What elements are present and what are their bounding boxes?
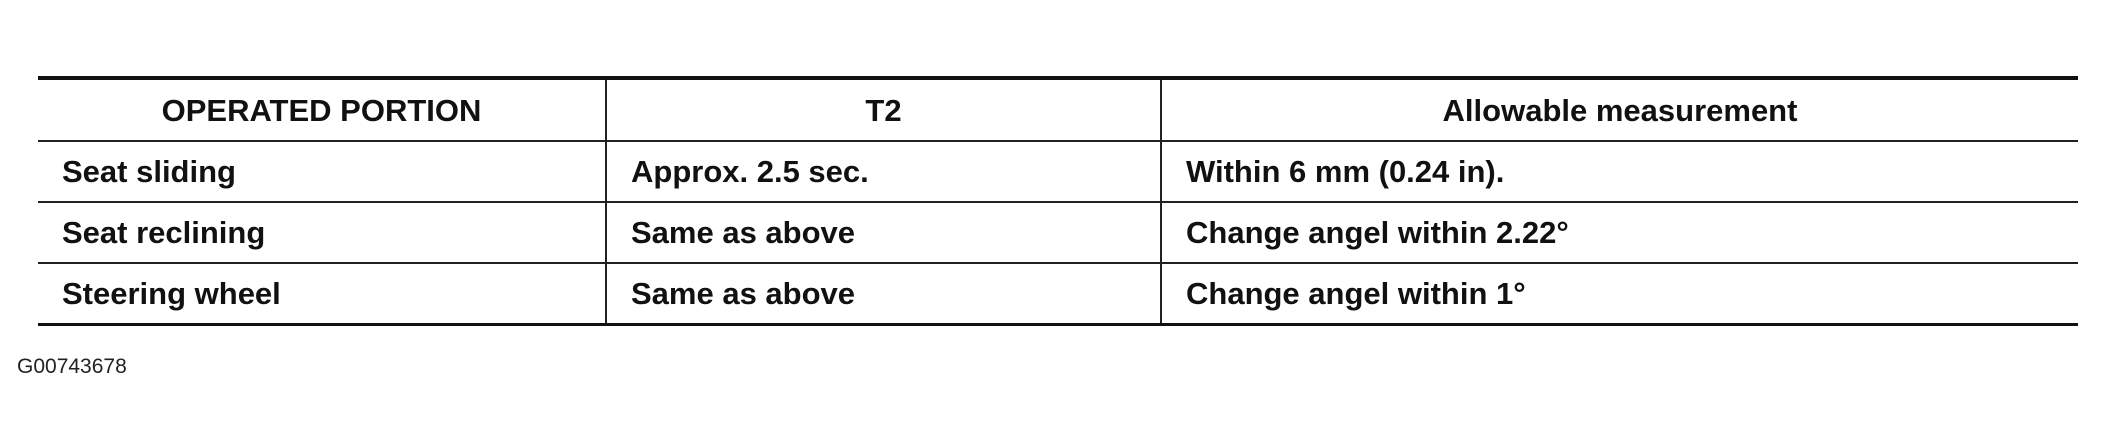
header-operated-portion: OPERATED PORTION (38, 78, 607, 141)
cell-operated-portion: Seat reclining (38, 202, 607, 263)
cell-allowable-measurement: Change angel within 2.22° (1160, 202, 2078, 263)
table-body: Seat sliding Approx. 2.5 sec. Within 6 m… (38, 141, 2078, 325)
specification-table: OPERATED PORTION T2 Allowable measuremen… (38, 76, 2078, 326)
table-header: OPERATED PORTION T2 Allowable measuremen… (38, 78, 2078, 141)
header-t2: T2 (605, 78, 1162, 141)
table-row: Seat sliding Approx. 2.5 sec. Within 6 m… (38, 141, 2078, 202)
header-allowable-measurement: Allowable measurement (1160, 78, 2078, 141)
figure-id-label: G00743678 (17, 355, 127, 378)
table-row: Steering wheel Same as above Change ange… (38, 263, 2078, 325)
cell-allowable-measurement: Change angel within 1° (1160, 263, 2078, 325)
cell-operated-portion: Seat sliding (38, 141, 607, 202)
table-row: Seat reclining Same as above Change ange… (38, 202, 2078, 263)
cell-allowable-measurement: Within 6 mm (0.24 in). (1160, 141, 2078, 202)
cell-operated-portion: Steering wheel (38, 263, 607, 325)
header-row: OPERATED PORTION T2 Allowable measuremen… (38, 78, 2078, 141)
cell-t2: Same as above (605, 263, 1162, 325)
cell-t2: Same as above (605, 202, 1162, 263)
cell-t2: Approx. 2.5 sec. (605, 141, 1162, 202)
